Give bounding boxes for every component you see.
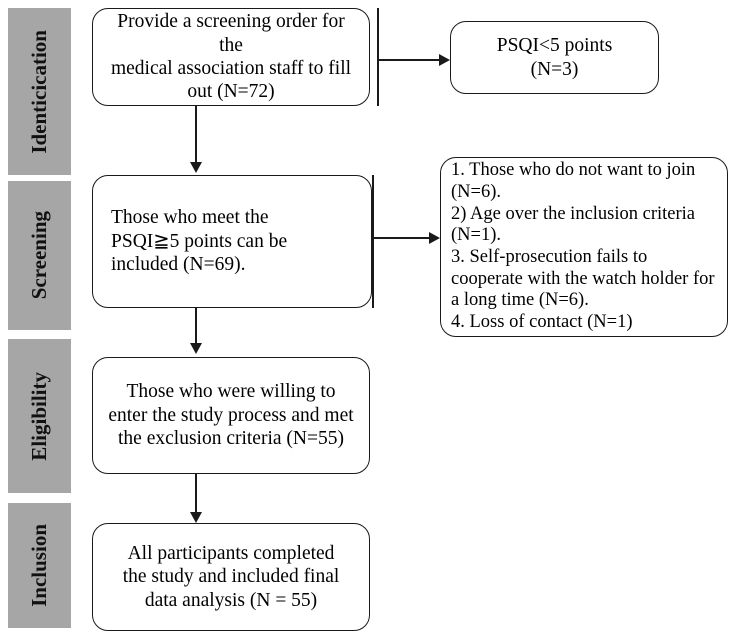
node-screened-line3: included (N=69). — [111, 254, 246, 276]
stage-label-inclusion: Inclusion — [27, 524, 51, 607]
stage-label-screening: Screening — [27, 211, 51, 300]
stage-strip-identification: Identicication — [8, 8, 71, 175]
node-eligible-line2: enter the study process and met — [108, 404, 354, 426]
node-eligible: Those who were willing to enter the stud… — [92, 357, 370, 474]
node-enrollment-text: Provide a screening order for the medica… — [93, 9, 369, 105]
node-eligible-line3: the exclusion criteria (N=55) — [118, 428, 344, 450]
node-included-line1: All participants completed — [127, 542, 335, 564]
connector-screened-to-exclusions — [372, 237, 430, 239]
connector-eligible-to-included — [195, 474, 197, 514]
connector-enrollment-to-screened — [195, 106, 197, 164]
node-enrollment: Provide a screening order for the medica… — [92, 8, 370, 106]
arrowhead-screened-to-eligible — [190, 343, 202, 354]
node-excluded-psqi-line1: PSQI<5 points — [496, 35, 613, 57]
node-excluded-psqi: PSQI<5 points (N=3) — [450, 21, 659, 94]
stage-strip-screening: Screening — [8, 181, 71, 330]
node-exclusion-reasons: 1. Those who do not want to join (N=6). … — [440, 157, 728, 337]
node-screened-line2: PSQI≧5 points can be — [111, 230, 288, 252]
node-included: All participants completed the study and… — [92, 523, 370, 631]
node-enrollment-line3: out (N=72) — [187, 81, 275, 103]
stage-strip-inclusion: Inclusion — [8, 503, 71, 628]
node-included-line3: data analysis (N = 55) — [144, 589, 318, 611]
node-included-text: All participants completed the study and… — [93, 540, 369, 614]
connector-enrollment-to-excluded — [377, 59, 440, 61]
node-screened: Those who meet the PSQI≧5 points can be … — [92, 175, 372, 308]
node-enrollment-line1: Provide a screening order for the — [117, 11, 345, 56]
arrowhead-enrollment-to-excluded — [439, 54, 450, 66]
arrowhead-eligible-to-included — [190, 512, 202, 523]
node-included-line2: the study and included final — [122, 566, 340, 588]
node-excluded-psqi-line2: (N=3) — [530, 58, 579, 80]
arrowhead-enrollment-to-screened — [190, 162, 202, 173]
arrowhead-screened-to-exclusions — [429, 232, 440, 244]
node-exclusion-reasons-text: 1. Those who do not want to join (N=6). … — [441, 158, 727, 335]
stage-label-identification: Identicication — [27, 29, 51, 154]
exclusion-reason-2: 2) Age over the inclusion criteria (N=1)… — [451, 203, 696, 246]
connector-screened-stub-vertical — [372, 175, 374, 308]
exclusion-reason-1: 1. Those who do not want to join (N=6). — [451, 160, 696, 203]
node-enrollment-line2: medical association staff to fill — [110, 58, 352, 79]
exclusion-reason-4: 4. Loss of contact (N=1) — [451, 311, 633, 332]
stage-strip-eligibility: Eligibility — [8, 339, 71, 493]
stage-label-eligibility: Eligibility — [27, 371, 51, 461]
node-screened-text: Those who meet the PSQI≧5 points can be … — [93, 204, 371, 278]
node-screened-line1: Those who meet the — [111, 207, 269, 229]
connector-enrollment-stub-vertical — [377, 8, 379, 106]
node-excluded-psqi-text: PSQI<5 points (N=3) — [451, 32, 658, 83]
connector-screened-to-eligible — [195, 308, 197, 345]
exclusion-reason-3: 3. Self-prosecution fails to cooperate w… — [451, 247, 715, 311]
node-eligible-text: Those who were willing to enter the stud… — [93, 378, 369, 452]
node-eligible-line1: Those who were willing to — [126, 381, 336, 403]
